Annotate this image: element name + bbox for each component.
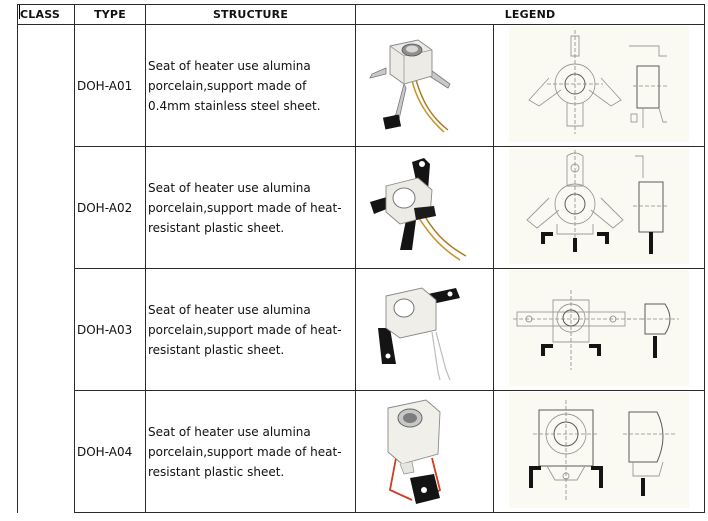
- class-cell: [17, 24, 75, 513]
- table-row: DOH-A03 Seat of heater use alumina porce…: [18, 268, 706, 391]
- structure-cell: Seat of heater use alumina porcelain,sup…: [145, 268, 356, 391]
- structure-cell: Seat of heater use alumina porcelain,sup…: [145, 390, 356, 513]
- table-row: DOH-A02 Seat of heater use alumina porce…: [18, 146, 706, 269]
- technical-drawing-a04: [529, 399, 675, 500]
- product-photo: [355, 268, 494, 391]
- legend-drawing: [492, 390, 706, 513]
- technical-drawing-a01: [528, 29, 669, 134]
- legend-drawing: [492, 268, 706, 391]
- type-cell: DOH-A01: [74, 24, 146, 147]
- legend-drawing: [492, 24, 706, 147]
- header-type: TYPE: [74, 4, 146, 25]
- type-cell: DOH-A02: [74, 146, 146, 269]
- heater-seat-photo-a01: [369, 39, 451, 133]
- table-row: DOH-A04 Seat of heater use alumina porce…: [18, 390, 706, 513]
- type-cell: DOH-A04: [74, 390, 146, 513]
- table-row: DOH-A01 Seat of heater use alumina porce…: [17, 24, 706, 513]
- product-photo: [355, 24, 494, 147]
- legend-drawing: [492, 146, 706, 269]
- structure-cell: Seat of heater use alumina porcelain,sup…: [145, 146, 356, 269]
- product-photo: [355, 146, 494, 269]
- header-row: CLASS TYPE STRUCTURE LEGEND: [17, 4, 706, 25]
- heater-seat-photo-a02: [370, 157, 467, 261]
- heater-seat-spec-table: CLASS TYPE STRUCTURE LEGEND DOH-A01 Seat…: [17, 4, 706, 513]
- type-cell: DOH-A03: [74, 268, 146, 391]
- header-structure: STRUCTURE: [145, 4, 356, 25]
- header-class: CLASS: [17, 4, 75, 25]
- product-photo: [355, 390, 494, 513]
- technical-drawing-a03: [513, 289, 679, 370]
- technical-drawing-a02: [526, 149, 669, 254]
- header-legend: LEGEND: [354, 4, 706, 25]
- heater-seat-photo-a03: [378, 287, 460, 380]
- structure-cell: Seat of heater use alumina porcelain,sup…: [145, 24, 356, 147]
- heater-seat-photo-a04: [387, 399, 442, 504]
